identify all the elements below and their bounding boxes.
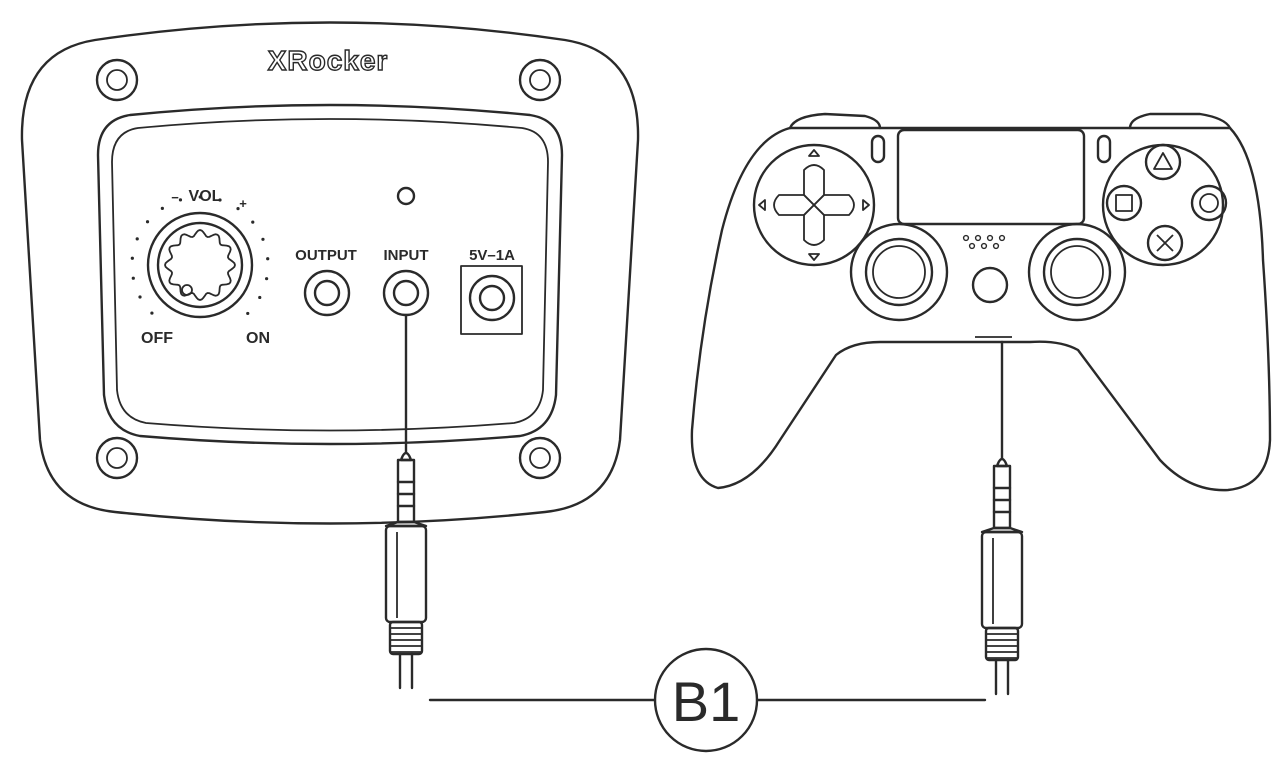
- vol-label: VOL: [189, 188, 222, 205]
- grille-hole: [992, 242, 1000, 250]
- options-button[interactable]: [1096, 134, 1112, 164]
- plug-part: [980, 530, 1024, 630]
- grille-hole: [974, 234, 982, 242]
- share-button[interactable]: [870, 134, 886, 164]
- grille-hole: [980, 242, 988, 250]
- left-shoulder-bumper[interactable]: [788, 112, 882, 130]
- scale-dot: [160, 206, 164, 210]
- scale-dot: [261, 237, 265, 241]
- panel-inner-plate: [96, 103, 564, 446]
- control-panel: XRocker VOL − + OFF ON OUTPUT INPUT 5V–1…: [20, 21, 640, 525]
- output-jack[interactable]: [303, 269, 351, 317]
- game-controller: [690, 112, 1272, 492]
- right-shoulder-bumper[interactable]: [1128, 112, 1232, 130]
- scale-dot: [178, 198, 183, 202]
- left-analog-stick[interactable]: [849, 222, 949, 322]
- audio-cable: B1: [384, 313, 1024, 753]
- vol-minus-mark: −: [171, 190, 179, 205]
- power-jack[interactable]: [460, 265, 523, 335]
- dpad[interactable]: [752, 143, 876, 267]
- square-button[interactable]: [1105, 184, 1143, 222]
- plug-part: [992, 464, 1012, 530]
- plug-part: [388, 620, 424, 656]
- led-indicator: [396, 186, 416, 206]
- grille-hole: [998, 234, 1006, 242]
- circle-button[interactable]: [1190, 184, 1228, 222]
- scale-dot: [258, 295, 262, 300]
- scale-dot: [198, 195, 202, 199]
- grille-hole: [962, 234, 970, 242]
- scale-dot: [130, 256, 134, 260]
- scale-dot: [251, 220, 255, 224]
- plug-part: [384, 524, 428, 624]
- triangle-button[interactable]: [1144, 143, 1182, 181]
- volume-scale-dots: [130, 195, 270, 316]
- scale-dot: [138, 295, 142, 299]
- scale-dot: [266, 257, 270, 261]
- plug-part: [984, 626, 1020, 662]
- scale-dot: [135, 237, 139, 241]
- scale-dot: [218, 198, 222, 202]
- home-button[interactable]: [971, 266, 1009, 304]
- touchpad[interactable]: [896, 128, 1086, 226]
- speaker-grille: [962, 234, 1006, 250]
- input-jack[interactable]: [382, 269, 430, 317]
- scale-dot: [150, 311, 154, 315]
- scale-dot: [236, 207, 240, 211]
- input-label: INPUT: [384, 247, 429, 264]
- grille-hole: [968, 242, 976, 250]
- vol-plus-mark: +: [239, 196, 247, 211]
- controller-body: [690, 126, 1272, 492]
- cable-label: B1: [672, 670, 741, 733]
- panel-inner-bevel: [111, 118, 549, 432]
- right-analog-stick[interactable]: [1027, 222, 1127, 322]
- cable-label-circle: [653, 647, 759, 753]
- jack-plug-left: [384, 451, 428, 690]
- grille-hole: [986, 234, 994, 242]
- face-buttons: [1101, 143, 1228, 267]
- scale-dot: [246, 311, 250, 316]
- off-label: OFF: [141, 330, 173, 347]
- panel-outer-plate: [20, 21, 640, 525]
- screw-holes: [95, 58, 562, 480]
- output-label: OUTPUT: [295, 247, 357, 264]
- volume-knob[interactable]: [146, 211, 254, 319]
- power-label: 5V–1A: [469, 247, 515, 264]
- plug-part: [396, 458, 416, 524]
- jack-plug-right: [980, 457, 1024, 696]
- brand-logo: XRocker: [268, 45, 389, 76]
- scale-dot: [145, 220, 150, 224]
- on-label: ON: [246, 330, 270, 347]
- scale-dot: [131, 276, 135, 280]
- cross-button[interactable]: [1146, 224, 1184, 262]
- scale-dot: [265, 277, 269, 281]
